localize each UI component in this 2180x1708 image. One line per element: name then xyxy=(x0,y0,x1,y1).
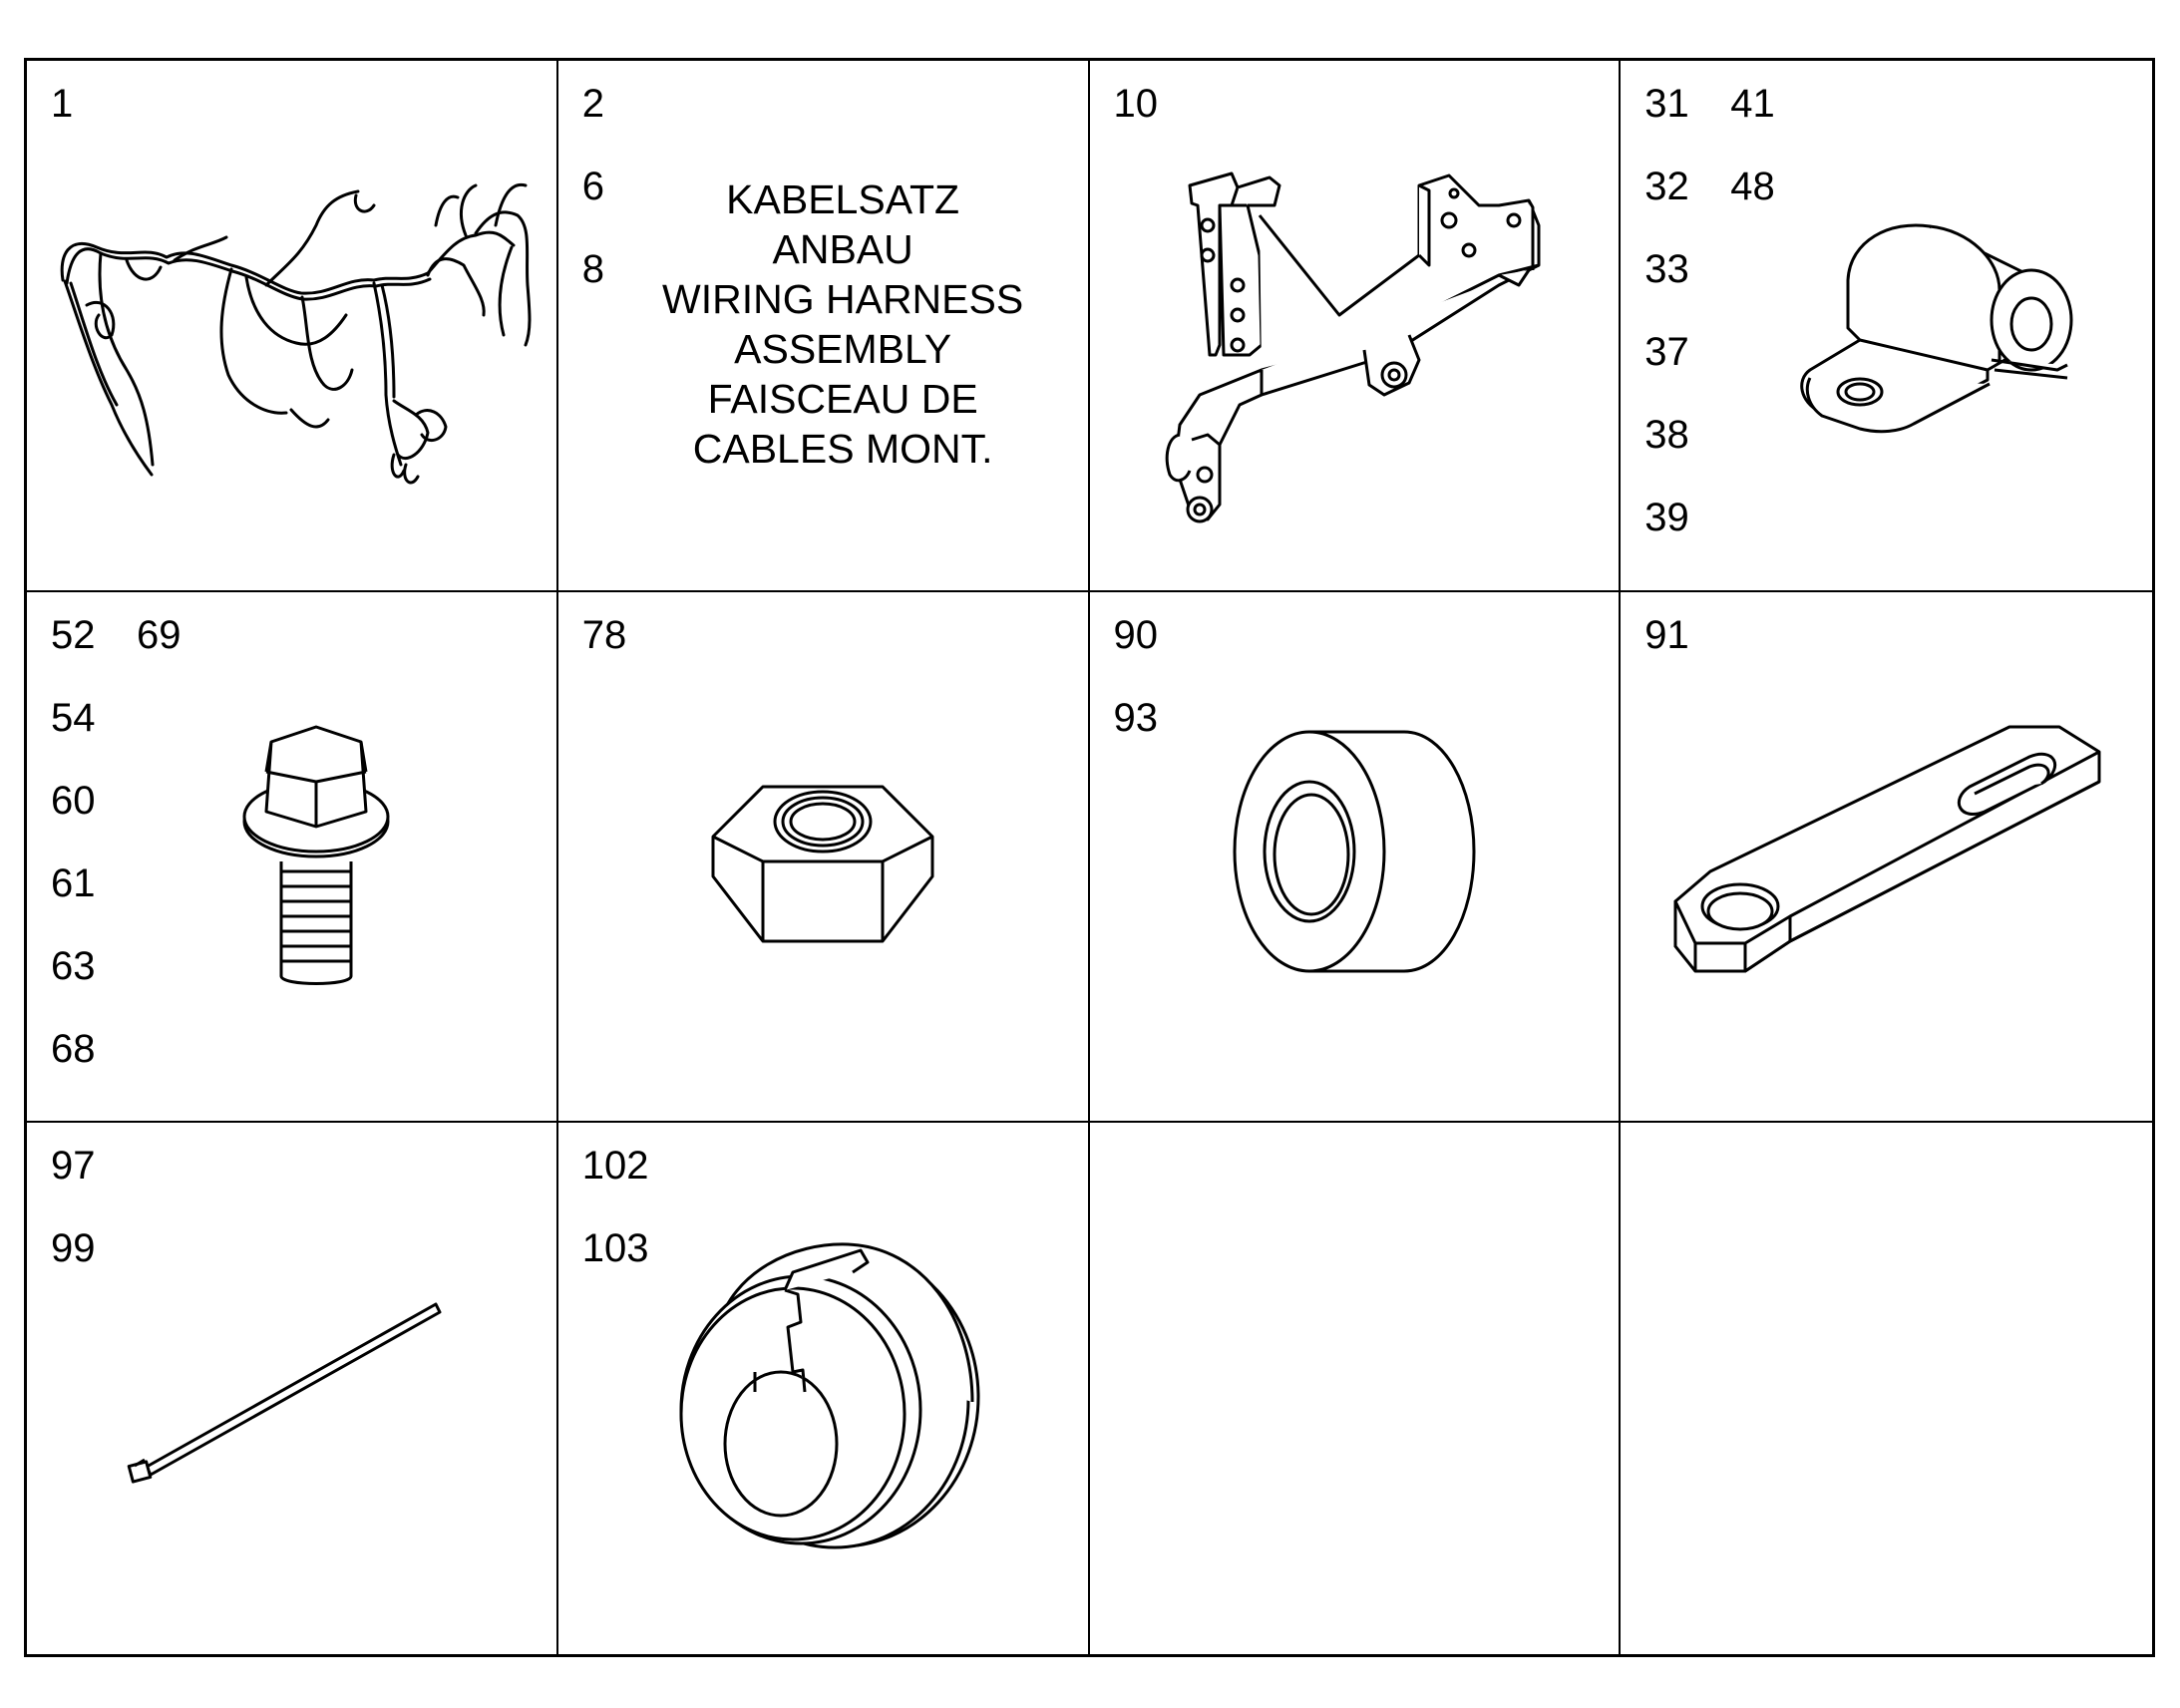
part-number: 90 xyxy=(1113,612,1159,657)
part-numbers: 31 41 32 48 33 37 38 39 xyxy=(1644,79,1816,575)
part-number: 8 xyxy=(581,247,604,291)
part-number: 60 xyxy=(51,778,96,823)
part-numbers: 97 99 xyxy=(51,1141,137,1306)
part-numbers: 102 103 xyxy=(582,1141,673,1306)
part-number: 33 xyxy=(1644,247,1689,291)
part-numbers: 90 93 xyxy=(1114,610,1200,776)
part-number: 6 xyxy=(581,165,604,208)
part-number: 63 xyxy=(51,943,96,988)
cell-bracket[interactable]: 10 xyxy=(1089,61,1622,592)
cell-empty xyxy=(1621,1123,2152,1654)
part-number: 38 xyxy=(1644,413,1689,457)
part-number: 39 xyxy=(1644,496,1689,539)
part-number: 93 xyxy=(1113,695,1159,740)
part-number: 97 xyxy=(51,1144,96,1189)
part-number: 2 xyxy=(581,82,604,126)
title-line: WIRING HARNESS xyxy=(662,276,1024,322)
part-number: 68 xyxy=(51,1026,96,1071)
hex-nut-icon xyxy=(708,767,937,946)
part-number: 54 xyxy=(51,695,96,740)
cell-grommet[interactable]: 102 103 xyxy=(558,1123,1090,1654)
part-number: 69 xyxy=(137,612,182,657)
part-number: 37 xyxy=(1644,330,1689,374)
cell-plate[interactable]: 91 xyxy=(1621,592,2152,1124)
part-number: 1 xyxy=(51,82,74,126)
cable-tie-icon xyxy=(127,1292,446,1492)
part-numbers: 1 xyxy=(51,79,137,162)
cell-nut[interactable]: 78 xyxy=(557,591,1090,1124)
assembly-title: KABELSATZ ANBAU WIRING HARNESS ASSEMBLY … xyxy=(618,174,1068,474)
part-numbers: 10 xyxy=(1114,79,1200,162)
mounting-bracket-icon xyxy=(1120,146,1599,534)
title-line: FAISCEAU DE xyxy=(707,376,978,422)
part-number: 102 xyxy=(581,1144,649,1189)
wiring-harness-icon xyxy=(57,166,545,495)
cell-tie[interactable]: 97 99 xyxy=(27,1123,558,1654)
part-numbers: 91 xyxy=(1644,610,1730,693)
cell-spacer[interactable]: 90 93 xyxy=(1089,591,1622,1124)
title-line: KABELSATZ xyxy=(726,176,960,222)
cell-harness[interactable]: 1 xyxy=(27,61,558,592)
part-number: 91 xyxy=(1644,612,1689,657)
cell-empty xyxy=(1090,1123,1622,1654)
slotted-plate-icon xyxy=(1670,722,2104,1006)
title-line: ANBAU xyxy=(772,226,913,272)
parts-grid: 1 xyxy=(24,58,2155,1657)
flange-bolt-icon xyxy=(241,722,391,991)
part-number: 78 xyxy=(581,612,627,657)
split-grommet-icon xyxy=(673,1232,982,1551)
cell-clamp[interactable]: 31 41 32 48 33 37 38 39 xyxy=(1621,61,2152,592)
cell-label[interactable]: 2 6 8 KABELSATZ ANBAU WIRING HARNESS ASS… xyxy=(557,61,1090,592)
part-number: 103 xyxy=(581,1226,649,1271)
part-number: 61 xyxy=(51,860,96,905)
part-numbers: 2 6 8 xyxy=(582,79,668,327)
part-number: 52 xyxy=(51,612,96,657)
part-number: 31 xyxy=(1644,82,1689,126)
part-number: 48 xyxy=(1730,165,1775,208)
part-number: 99 xyxy=(51,1226,96,1271)
part-numbers: 52 69 54 60 61 63 68 xyxy=(51,610,222,1107)
p-clamp-icon xyxy=(1800,220,2089,450)
cell-bolt[interactable]: 52 69 54 60 61 63 68 xyxy=(27,591,558,1124)
part-number: 32 xyxy=(1644,165,1689,208)
title-line: ASSEMBLY xyxy=(734,326,952,372)
part-number: 41 xyxy=(1730,82,1775,126)
title-line: CABLES MONT. xyxy=(692,426,993,472)
part-numbers: 78 xyxy=(582,610,668,693)
part-number: 10 xyxy=(1113,82,1159,126)
spacer-bushing-icon xyxy=(1230,727,1479,986)
